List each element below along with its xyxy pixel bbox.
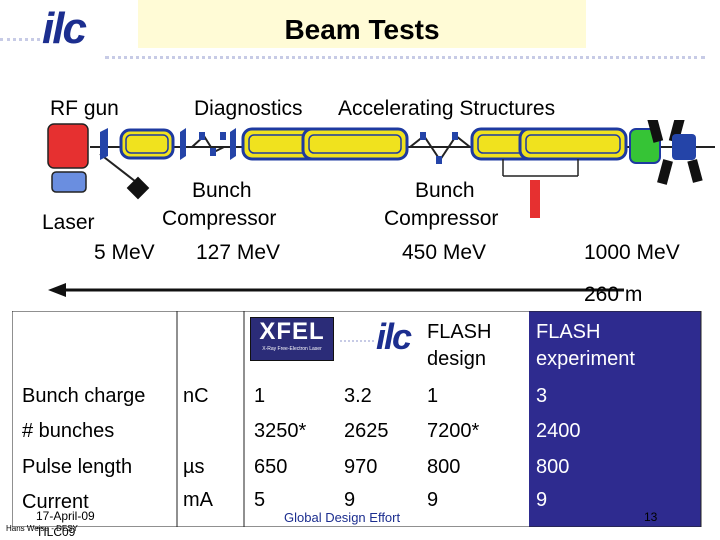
row-ilc: 2625 — [344, 420, 389, 442]
row-param: Current — [22, 491, 89, 513]
footer-date: 17-April-09 — [36, 509, 95, 523]
row-flash-design: 9 — [427, 489, 439, 511]
length-arrow — [48, 283, 624, 297]
dump-icon — [672, 134, 696, 160]
row-flash-experiment: 2400 — [536, 420, 581, 442]
xfel-logo-text: XFEL — [259, 318, 325, 345]
row-flash-design: 1 — [427, 385, 439, 407]
row-unit: nC — [183, 385, 209, 407]
magnet-icon — [687, 159, 703, 183]
energy-3: 450 MeV — [402, 241, 487, 264]
ilc-table-logo: ilc — [376, 316, 412, 357]
label-bunch-2: Bunch — [415, 179, 475, 202]
laser-line — [99, 153, 141, 186]
footer-page: 13 — [644, 510, 658, 524]
row-xfel: 5 — [254, 489, 266, 511]
magnet-icon — [100, 128, 108, 160]
ilc-logo: ilc — [42, 4, 87, 53]
row-unit: µs — [183, 456, 205, 478]
row-param: Pulse length — [22, 456, 133, 478]
row-param: Bunch charge — [22, 385, 146, 407]
row-flash-experiment: 9 — [536, 489, 548, 511]
flash-experiment-column — [529, 311, 701, 527]
beamline-diagram — [47, 120, 715, 218]
row-unit: mA — [183, 489, 213, 511]
header-flash-experiment-1: FLASH — [536, 321, 601, 343]
cavity-module-3 — [301, 127, 409, 161]
row-flash-experiment: 3 — [536, 385, 548, 407]
row-flash-design: 800 — [427, 456, 461, 478]
energy-1: 5 MeV — [94, 241, 155, 264]
dotted-rule-left — [0, 38, 40, 41]
label-compressor-1: Compressor — [162, 207, 277, 230]
footer-center: Global Design Effort — [284, 510, 401, 525]
magnet-icon — [646, 120, 664, 143]
label-laser: Laser — [42, 211, 95, 234]
title-banner — [138, 0, 586, 48]
rf-station-icon — [530, 180, 540, 218]
magnet-icon — [180, 128, 186, 160]
row-xfel: 3250* — [254, 420, 307, 442]
laser-mirror-icon — [126, 176, 150, 200]
length-label: 260 m — [584, 283, 643, 306]
header-flash-experiment-2: experiment — [536, 348, 635, 370]
label-accelerating-structures: Accelerating Structures — [338, 97, 556, 120]
header-flash-design-2: design — [427, 348, 486, 370]
row-ilc: 970 — [344, 456, 378, 478]
rf-gun-icon — [47, 123, 89, 169]
cavity-module-5 — [518, 127, 628, 161]
footer-venue: TILC09 — [36, 525, 76, 539]
row-flash-design: 7200* — [427, 420, 480, 442]
parameter-table — [12, 311, 702, 527]
ilc-logo-dots — [340, 340, 374, 342]
magnet-icon — [230, 128, 236, 160]
dotted-rule-top — [105, 56, 705, 59]
row-ilc: 9 — [344, 489, 356, 511]
bunch-compressor-1-chicane — [191, 134, 225, 154]
footer-author: Hans Weise - DESY — [6, 524, 78, 533]
row-xfel: 1 — [254, 385, 266, 407]
page-title: Beam Tests — [284, 14, 440, 45]
laser-box-icon — [51, 171, 87, 193]
energy-2: 127 MeV — [196, 241, 281, 264]
magnet-icon — [657, 159, 673, 185]
row-param: # bunches — [22, 420, 115, 442]
row-xfel: 650 — [254, 456, 288, 478]
xfel-logo: XFEL X-Ray Free-Electron Laser — [250, 317, 334, 361]
header-flash-design-1: FLASH — [427, 321, 492, 343]
row-flash-experiment: 800 — [536, 456, 570, 478]
label-bunch-1: Bunch — [192, 179, 252, 202]
label-compressor-2: Compressor — [384, 207, 499, 230]
energy-4: 1000 MeV — [584, 241, 680, 264]
row-ilc: 3.2 — [344, 385, 372, 407]
label-diagnostics: Diagnostics — [194, 97, 303, 120]
cavity-module-1 — [119, 128, 175, 160]
label-rf-gun: RF gun — [50, 97, 119, 120]
xfel-logo-subtext: X-Ray Free-Electron Laser — [262, 346, 322, 352]
